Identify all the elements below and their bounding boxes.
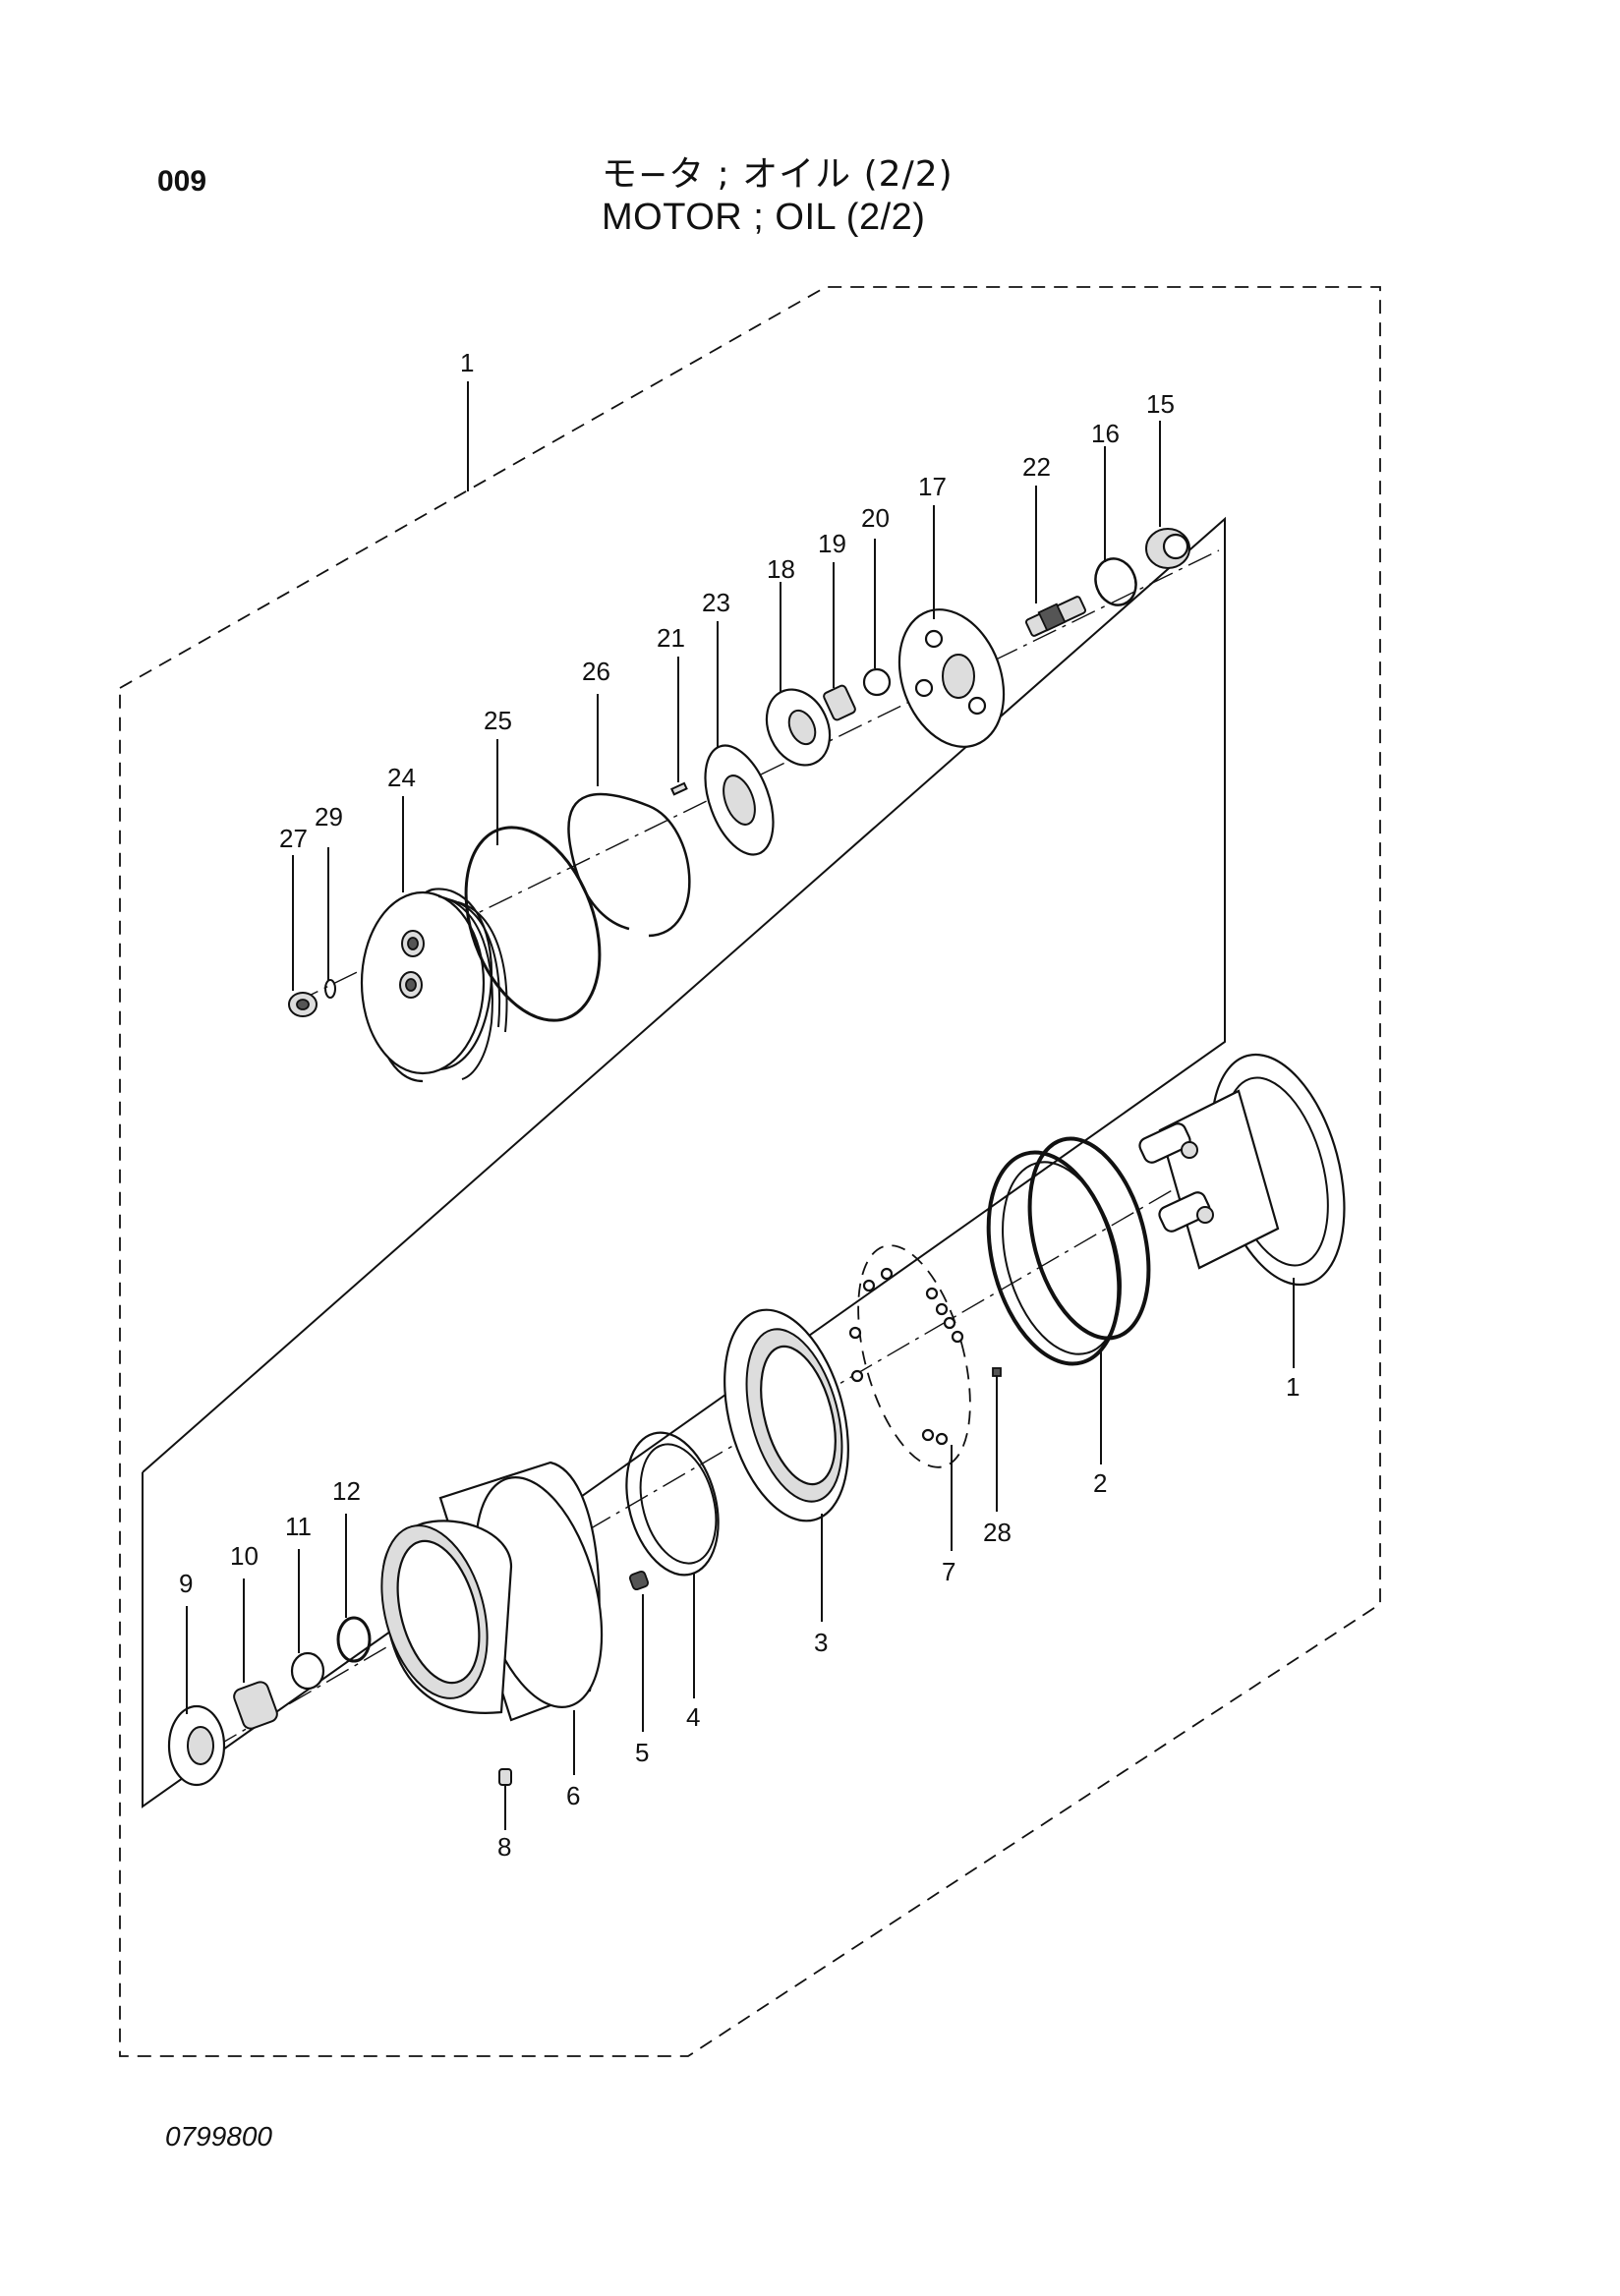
part-7-balls [848, 1244, 971, 1468]
callout-11: 11 [285, 1512, 312, 1541]
part-22-shaft [1024, 596, 1087, 637]
callout-6: 6 [566, 1781, 580, 1810]
callout-7: 7 [942, 1557, 955, 1586]
part-4-nut-ring [625, 1431, 720, 1577]
callout-8: 8 [497, 1832, 511, 1862]
part-25-o-ring [464, 826, 602, 1022]
part-15-bearing [1145, 528, 1190, 569]
title-english: MOTOR ; OIL (2/2) [602, 197, 926, 238]
part-17-carrier [897, 608, 1006, 748]
callout-9: 9 [179, 1569, 193, 1598]
subassembly-frame [142, 516, 1226, 1808]
part-28-plug [992, 1367, 1002, 1377]
part-10-bearing [233, 1681, 278, 1730]
callout-21: 21 [657, 623, 685, 653]
callout-26: 26 [582, 657, 610, 686]
callout-28: 28 [983, 1518, 1012, 1547]
leader-lines [186, 421, 1295, 1830]
part-3-bearing [723, 1308, 849, 1522]
part-18-gear [765, 688, 832, 767]
part-2-seal-ring [986, 1136, 1151, 1366]
part-16-snap-ring [1094, 557, 1137, 606]
part-27-plug [288, 992, 318, 1017]
callout-4: 4 [686, 1702, 700, 1732]
callout-18: 18 [767, 554, 795, 584]
callout-1-top: 1 [460, 348, 474, 377]
part-12-o-ring [336, 1616, 372, 1663]
drawing-number: 0799800 [165, 2121, 273, 2152]
part-1-motor-body [1138, 1053, 1346, 1287]
callout-12: 12 [332, 1476, 361, 1506]
callout-20: 20 [861, 503, 890, 533]
part-9-gear [167, 1704, 226, 1787]
callout-3: 3 [814, 1628, 828, 1657]
part-21-pin [669, 781, 688, 796]
part-8-plug [498, 1768, 512, 1786]
axis-upper [294, 549, 1220, 1004]
part-24-cover [360, 888, 508, 1083]
part-23-thrust-plate [704, 744, 775, 856]
callout-2: 2 [1093, 1468, 1107, 1498]
callout-29: 29 [315, 802, 343, 832]
part-26-snap-ring [567, 792, 691, 938]
axis-lower [176, 1139, 1259, 1770]
part-19-needle-bearing [823, 684, 856, 721]
callout-24: 24 [387, 763, 416, 792]
assembly-boundary [119, 286, 1381, 2057]
callout-1: 1 [1286, 1372, 1300, 1402]
part-11-spacer [290, 1651, 325, 1691]
callout-10: 10 [230, 1541, 259, 1571]
callout-25: 25 [484, 706, 512, 735]
callout-19: 19 [818, 529, 846, 558]
title-japanese: モ−タ ; オイル (2/2) [602, 154, 954, 195]
part-20-spacer [862, 667, 892, 697]
part-5-plug [628, 1570, 650, 1591]
callout-16: 16 [1091, 419, 1120, 448]
callout-15: 15 [1146, 389, 1175, 419]
callout-23: 23 [702, 588, 730, 617]
callout-22: 22 [1022, 452, 1051, 482]
part-29-o-ring [324, 979, 336, 999]
callout-17: 17 [918, 472, 947, 501]
callout-27: 27 [279, 824, 308, 853]
page-number: 009 [157, 165, 207, 198]
part-6-housing [380, 1461, 604, 1722]
callout-5: 5 [635, 1738, 649, 1767]
